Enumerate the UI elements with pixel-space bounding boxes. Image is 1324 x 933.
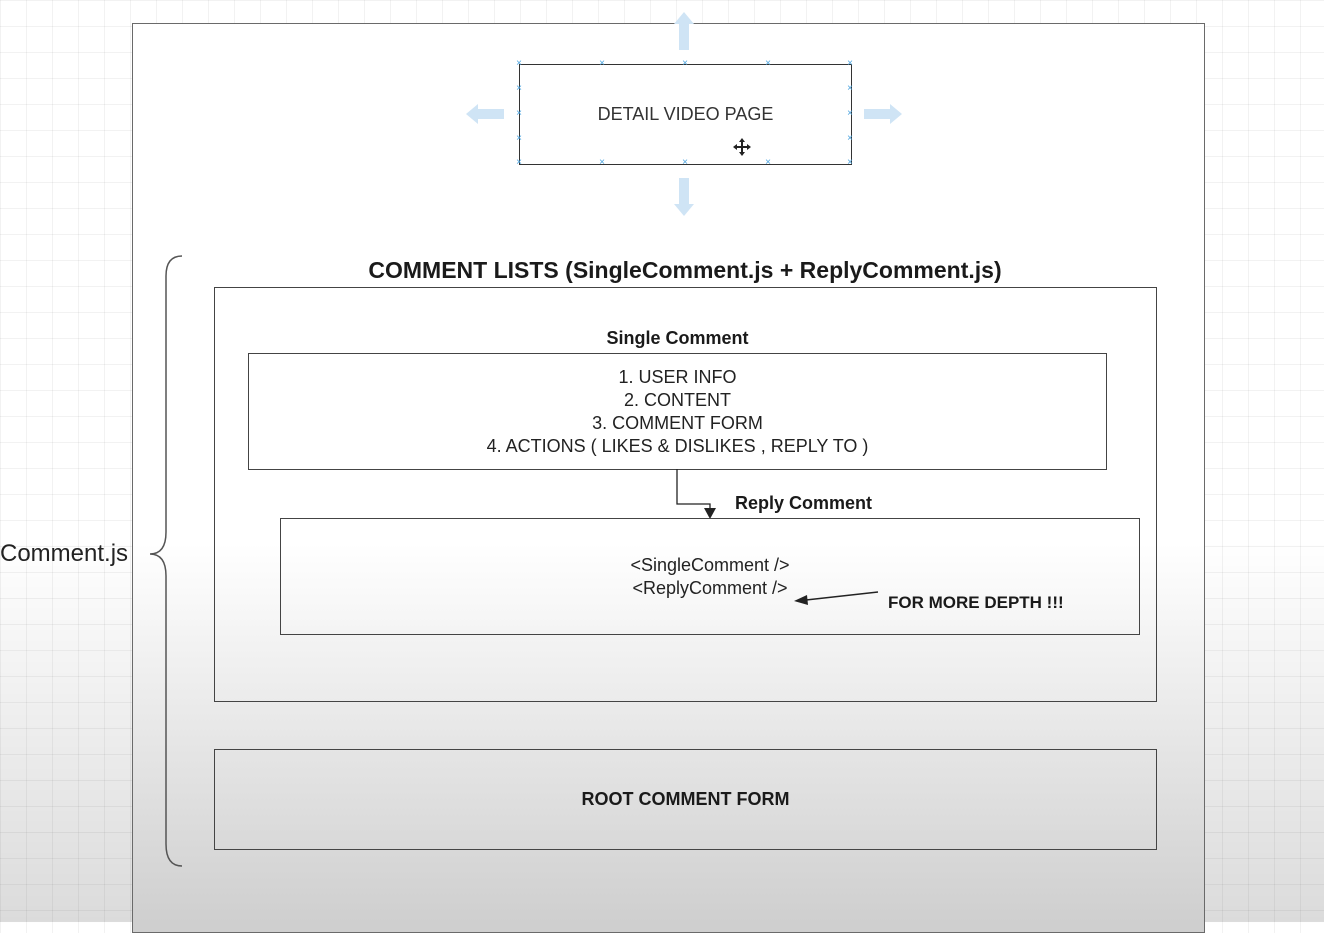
single-comment-item: 3. COMMENT FORM	[592, 412, 763, 433]
depth-note-arrow	[794, 591, 879, 605]
resize-handle-icon[interactable]: ×	[847, 108, 853, 119]
comment-js-label: Comment.js	[0, 540, 129, 567]
page-container	[132, 23, 1205, 933]
resize-handle-icon[interactable]: ×	[847, 157, 853, 168]
single-comment-item: 1. USER INFO	[618, 366, 737, 387]
detail-video-page-label: DETAIL VIDEO PAGE	[597, 104, 774, 124]
move-left-arrow-icon[interactable]	[466, 104, 504, 124]
resize-handle-icon[interactable]: ×	[516, 133, 522, 144]
reply-comment-box[interactable]: <SingleComment /> <ReplyComment />	[280, 518, 1140, 635]
resize-handle-icon[interactable]: ×	[516, 157, 522, 168]
move-down-arrow-icon[interactable]	[674, 178, 694, 216]
root-comment-form-label: ROOT COMMENT FORM	[581, 789, 790, 809]
comment-js-brace	[149, 255, 183, 867]
resize-handle-icon[interactable]: ×	[765, 58, 771, 69]
move-right-arrow-icon[interactable]	[864, 104, 902, 124]
resize-handle-icon[interactable]: ×	[516, 83, 522, 94]
depth-note-label: FOR MORE DEPTH !!!	[888, 593, 1064, 612]
resize-handle-icon[interactable]: ×	[765, 157, 771, 168]
detail-video-page-box[interactable]: DETAIL VIDEO PAGE × × × × × × × × × × × …	[516, 59, 853, 168]
resize-handle-icon[interactable]: ×	[682, 58, 688, 69]
comment-lists-box[interactable]	[214, 287, 1157, 702]
reply-comment-item: <SingleComment />	[630, 554, 790, 575]
comment-lists-title: COMMENT LISTS (SingleComment.js + ReplyC…	[368, 257, 1002, 283]
resize-handle-icon[interactable]: ×	[847, 83, 853, 94]
selection-arrows	[466, 12, 902, 216]
single-comment-title: Single Comment	[606, 328, 749, 348]
single-comment-item: 4. ACTIONS ( LIKES & DISLIKES , REPLY TO…	[486, 435, 869, 456]
resize-handle-icon[interactable]: ×	[847, 58, 853, 69]
resize-handle-icon[interactable]: ×	[516, 58, 522, 69]
reply-comment-title: Reply Comment	[735, 493, 873, 513]
move-cursor-icon	[733, 138, 751, 156]
resize-handle-icon[interactable]: ×	[847, 133, 853, 144]
resize-handle-icon[interactable]: ×	[599, 157, 605, 168]
resize-handle-icon[interactable]: ×	[682, 157, 688, 168]
single-to-reply-connector	[676, 469, 716, 519]
move-up-arrow-icon[interactable]	[674, 12, 694, 50]
resize-handle-icon[interactable]: ×	[599, 58, 605, 69]
resize-handle-icon[interactable]: ×	[516, 108, 522, 119]
single-comment-box[interactable]: 1. USER INFO 2. CONTENT 3. COMMENT FORM …	[248, 353, 1107, 470]
single-comment-item: 2. CONTENT	[623, 389, 731, 410]
reply-comment-item: <ReplyComment />	[632, 577, 788, 598]
root-comment-form-box[interactable]: ROOT COMMENT FORM	[214, 749, 1157, 850]
